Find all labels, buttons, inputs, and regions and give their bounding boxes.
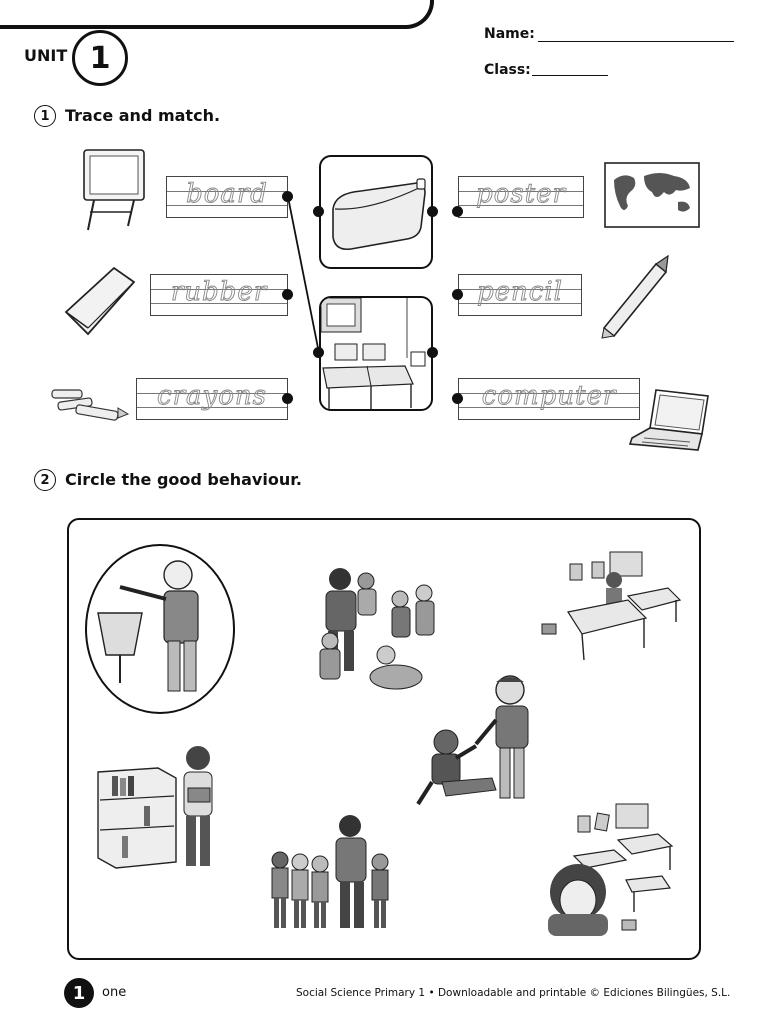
scene-tidying-books[interactable] [94,736,234,876]
match-dot-desks-left[interactable] [313,347,324,358]
header-curve [0,0,434,29]
unit-number-badge: 1 [72,30,128,86]
word-box-crayons[interactable]: crayons [136,378,288,420]
class-field[interactable] [532,74,608,76]
world-map-poster-icon [604,162,700,228]
name-label: Name: [484,26,535,42]
match-dot-poster[interactable] [452,206,463,217]
traceable-word-crayons: crayons [157,381,267,412]
word-box-poster[interactable]: poster [458,176,584,218]
pencil-case-icon [332,178,426,251]
board-icon [83,149,145,231]
scene-helping-friend-up[interactable] [412,672,562,812]
scene-children-arguing[interactable] [300,565,440,695]
word-box-computer[interactable]: computer [458,378,640,420]
match-dot-board[interactable] [282,191,293,202]
word-box-board[interactable]: board [166,176,288,218]
page-number: 1 [72,982,86,1004]
page-number-badge: 1 [64,978,94,1008]
unit-number: 1 [89,40,111,76]
match-dot-rubber[interactable] [282,289,293,300]
page-number-word: one [102,985,127,1000]
traceable-word-computer: computer [481,381,617,412]
scene-messy-classroom[interactable] [542,800,692,940]
exercise-1-title: Trace and match. [65,106,221,125]
pencil-icon [601,254,669,339]
match-dot-pencil-case-right[interactable] [427,206,438,217]
traceable-word-pencil: pencil [477,277,563,308]
traceable-word-rubber: rubber [170,277,268,308]
match-dot-crayons[interactable] [282,393,293,404]
classroom-desks-icon [321,298,426,409]
crayons-icon [51,389,130,421]
name-field[interactable] [538,40,734,42]
match-dot-computer[interactable] [452,393,463,404]
exercise-2-number: 2 [34,469,56,491]
traceable-word-board: board [186,179,268,210]
word-box-pencil[interactable]: pencil [458,274,582,316]
exercise-1-number: 1 [34,105,56,127]
scene-classroom-tidy[interactable] [538,548,688,678]
exercise-2-title: Circle the good behaviour. [65,470,302,489]
footer-credit: Social Science Primary 1 • Downloadable … [296,987,731,999]
laptop-icon [628,389,709,451]
unit-label: UNIT [24,46,68,65]
scene-throwing-rubbish-in-bin[interactable] [80,543,240,715]
match-dot-pencil[interactable] [452,289,463,300]
behaviour-scenes-frame [67,518,701,960]
match-dot-desks-right[interactable] [427,347,438,358]
word-box-rubber[interactable]: rubber [150,274,288,316]
match-dot-pencil-case-left[interactable] [313,206,324,217]
class-label: Class: [484,62,531,78]
traceable-word-poster: poster [476,179,566,210]
scene-queuing-in-line[interactable] [264,812,404,942]
rubber-icon [64,266,136,336]
classroom-desks-picture[interactable] [319,296,433,411]
pencil-case-picture[interactable] [319,155,433,269]
